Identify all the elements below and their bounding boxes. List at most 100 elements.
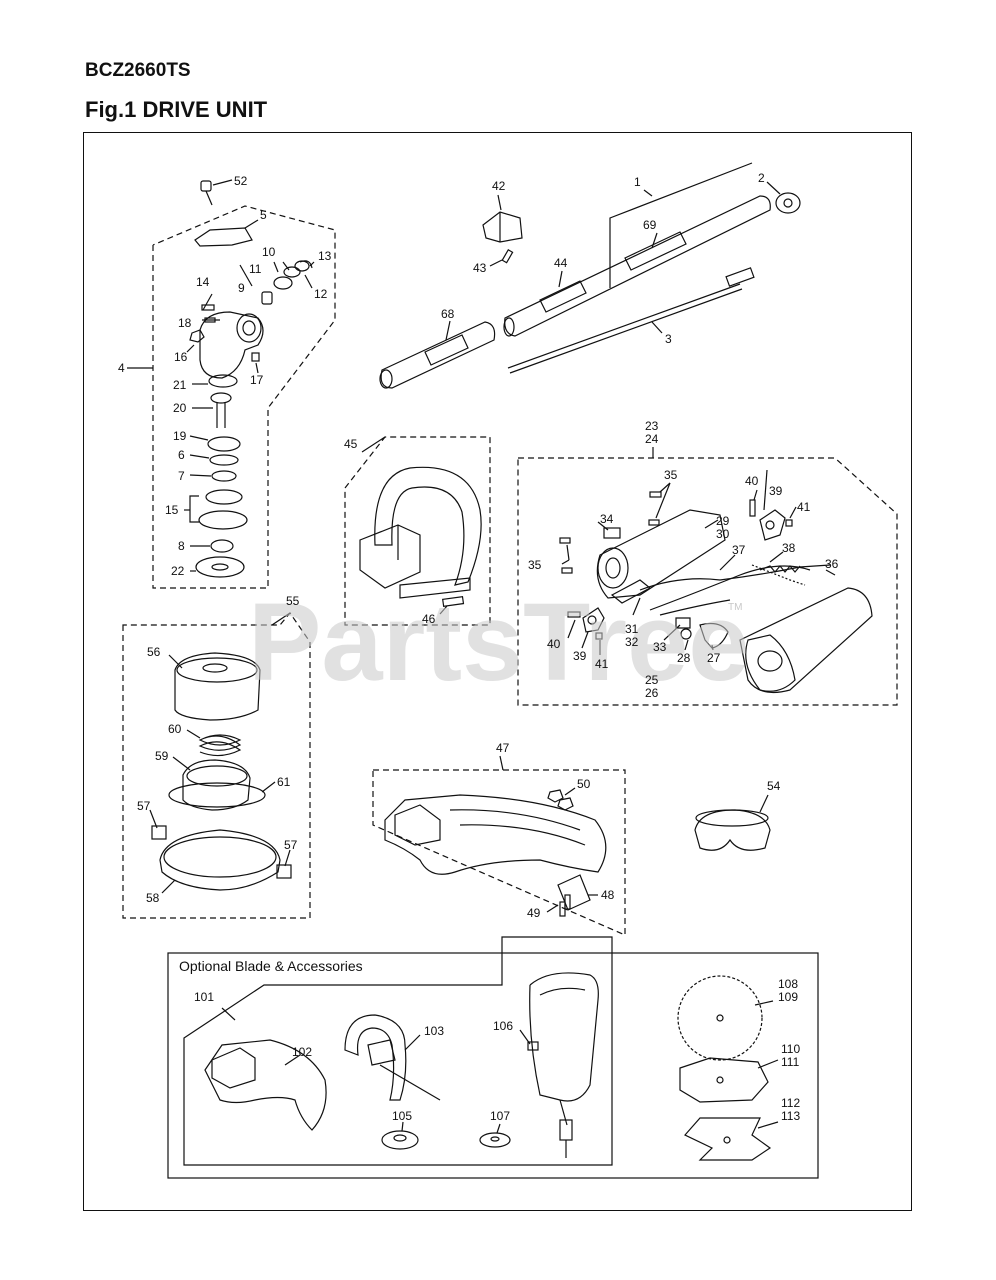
part-label-48: 48: [601, 888, 615, 902]
part-label-57-right: 57: [284, 838, 298, 852]
part-label-23: 23: [645, 419, 659, 433]
shaft-20-head-shape: [210, 392, 232, 404]
rear-grip-shape: [739, 587, 873, 693]
part-label-33: 33: [653, 640, 667, 654]
part-label-41-bottom: 41: [595, 657, 609, 671]
part-label-14: 14: [196, 275, 210, 289]
part-label-11: 11: [249, 262, 262, 276]
nut-50-shape: [547, 789, 564, 803]
throttle-group: [517, 447, 898, 706]
drive-shaft-3-shape: [507, 283, 741, 369]
part-label-5: 5: [260, 208, 267, 222]
spool-59-shape: [182, 759, 251, 811]
part-label-57-left: 57: [137, 799, 151, 813]
bearing-21-shape: [208, 374, 238, 388]
part-label-19: 19: [173, 429, 187, 443]
handle-103-shape: [344, 1014, 407, 1101]
part-label-41-top: 41: [797, 500, 811, 514]
part-label-7: 7: [178, 469, 185, 483]
cover-22-shape: [195, 556, 245, 578]
part-label-36: 36: [825, 557, 839, 571]
part-label-47: 47: [496, 741, 510, 755]
cable-36-shape: [639, 564, 831, 591]
grip-69-shape: [624, 231, 687, 271]
part-label-102: 102: [292, 1045, 312, 1059]
part-label-3: 3: [665, 332, 672, 346]
guard-101-shape: [204, 1039, 327, 1131]
part-label-35-left: 35: [528, 558, 542, 572]
eyelet-57b-shape: [276, 864, 292, 879]
handle-clamp-shape: [359, 524, 421, 589]
part-label-30: 30: [716, 527, 730, 541]
washer-10-shape: [283, 266, 301, 278]
part-label-34: 34: [600, 512, 614, 526]
nut-41-shape: [785, 519, 793, 527]
clamp-42-group: [482, 194, 523, 267]
part-label-18: 18: [178, 316, 192, 330]
part-label-111: 111: [781, 1055, 800, 1069]
grip-44-shape: [539, 280, 587, 313]
part-label-58: 58: [146, 891, 160, 905]
cover-56-shape: [174, 652, 261, 721]
part-label-56: 56: [147, 645, 161, 659]
part-label-54: 54: [767, 779, 781, 793]
part-label-6: 6: [178, 448, 185, 462]
watermark-text: PartsTree: [248, 581, 749, 704]
optional-frame: [167, 952, 819, 1179]
part-label-68: 68: [441, 307, 455, 321]
blade-108-shape: [677, 975, 763, 1061]
part-label-110: 110: [781, 1042, 800, 1056]
part-label-50: 50: [577, 777, 591, 791]
part-label-39-bottom: 39: [573, 649, 587, 663]
part-label-49: 49: [527, 906, 541, 920]
part-label-69: 69: [643, 218, 657, 232]
part-label-35-top: 35: [664, 468, 678, 482]
part-label-17: 17: [250, 373, 264, 387]
optional-group: [167, 936, 819, 1179]
part-label-40-bottom: 40: [547, 637, 561, 651]
clip-13-shape: [299, 260, 313, 269]
ring-7-shape: [211, 470, 237, 482]
part-label-16: 16: [174, 350, 188, 364]
part-label-55: 55: [286, 594, 300, 608]
blade-110-shape: [679, 1057, 769, 1103]
end-cap-2-shape: [775, 192, 801, 214]
part-label-20: 20: [173, 401, 187, 415]
bolt-40-shape: [749, 499, 756, 517]
part-label-106: 106: [493, 1019, 513, 1033]
bolt-46-shape: [442, 595, 465, 608]
part-label-12: 12: [314, 287, 328, 301]
part-label-21: 21: [173, 378, 187, 392]
part-label-9: 9: [238, 281, 245, 295]
part-label-10: 10: [262, 245, 276, 259]
trigger-27-shape: [699, 622, 729, 649]
part-label-46: 46: [422, 612, 436, 626]
pipe-68-shape: [380, 321, 496, 389]
goggles-shape: [694, 809, 771, 851]
part-label-44: 44: [554, 256, 568, 270]
base-58-shape: [159, 829, 281, 891]
shaft-group: [379, 162, 801, 389]
part-label-108: 108: [778, 977, 798, 991]
nut-16-shape: [189, 329, 205, 343]
washer-107-shape: [479, 1132, 511, 1148]
washer-6-shape: [209, 454, 239, 466]
eyelet-57a-shape: [151, 825, 167, 840]
gear-head-group: [127, 179, 336, 589]
part-label-59: 59: [155, 749, 169, 763]
shaft-spline-shape: [725, 267, 755, 287]
bracket-39-shape: [759, 509, 786, 541]
part-label-8: 8: [178, 539, 185, 553]
gear-case-shape: [199, 311, 264, 379]
figure-title: Fig.1 DRIVE UNIT: [85, 97, 268, 122]
plate-48-shape: [557, 874, 591, 911]
part-label-39-top: 39: [769, 484, 783, 498]
part-label-112: 112: [781, 1096, 800, 1110]
holder-15a-shape: [205, 489, 243, 505]
part-label-28: 28: [677, 651, 691, 665]
switch-34-shape: [603, 527, 621, 539]
part-label-113: 113: [781, 1109, 800, 1123]
part-label-15: 15: [165, 503, 179, 517]
part-label-60: 60: [168, 722, 182, 736]
model-number: BCZ2660TS: [85, 60, 191, 81]
